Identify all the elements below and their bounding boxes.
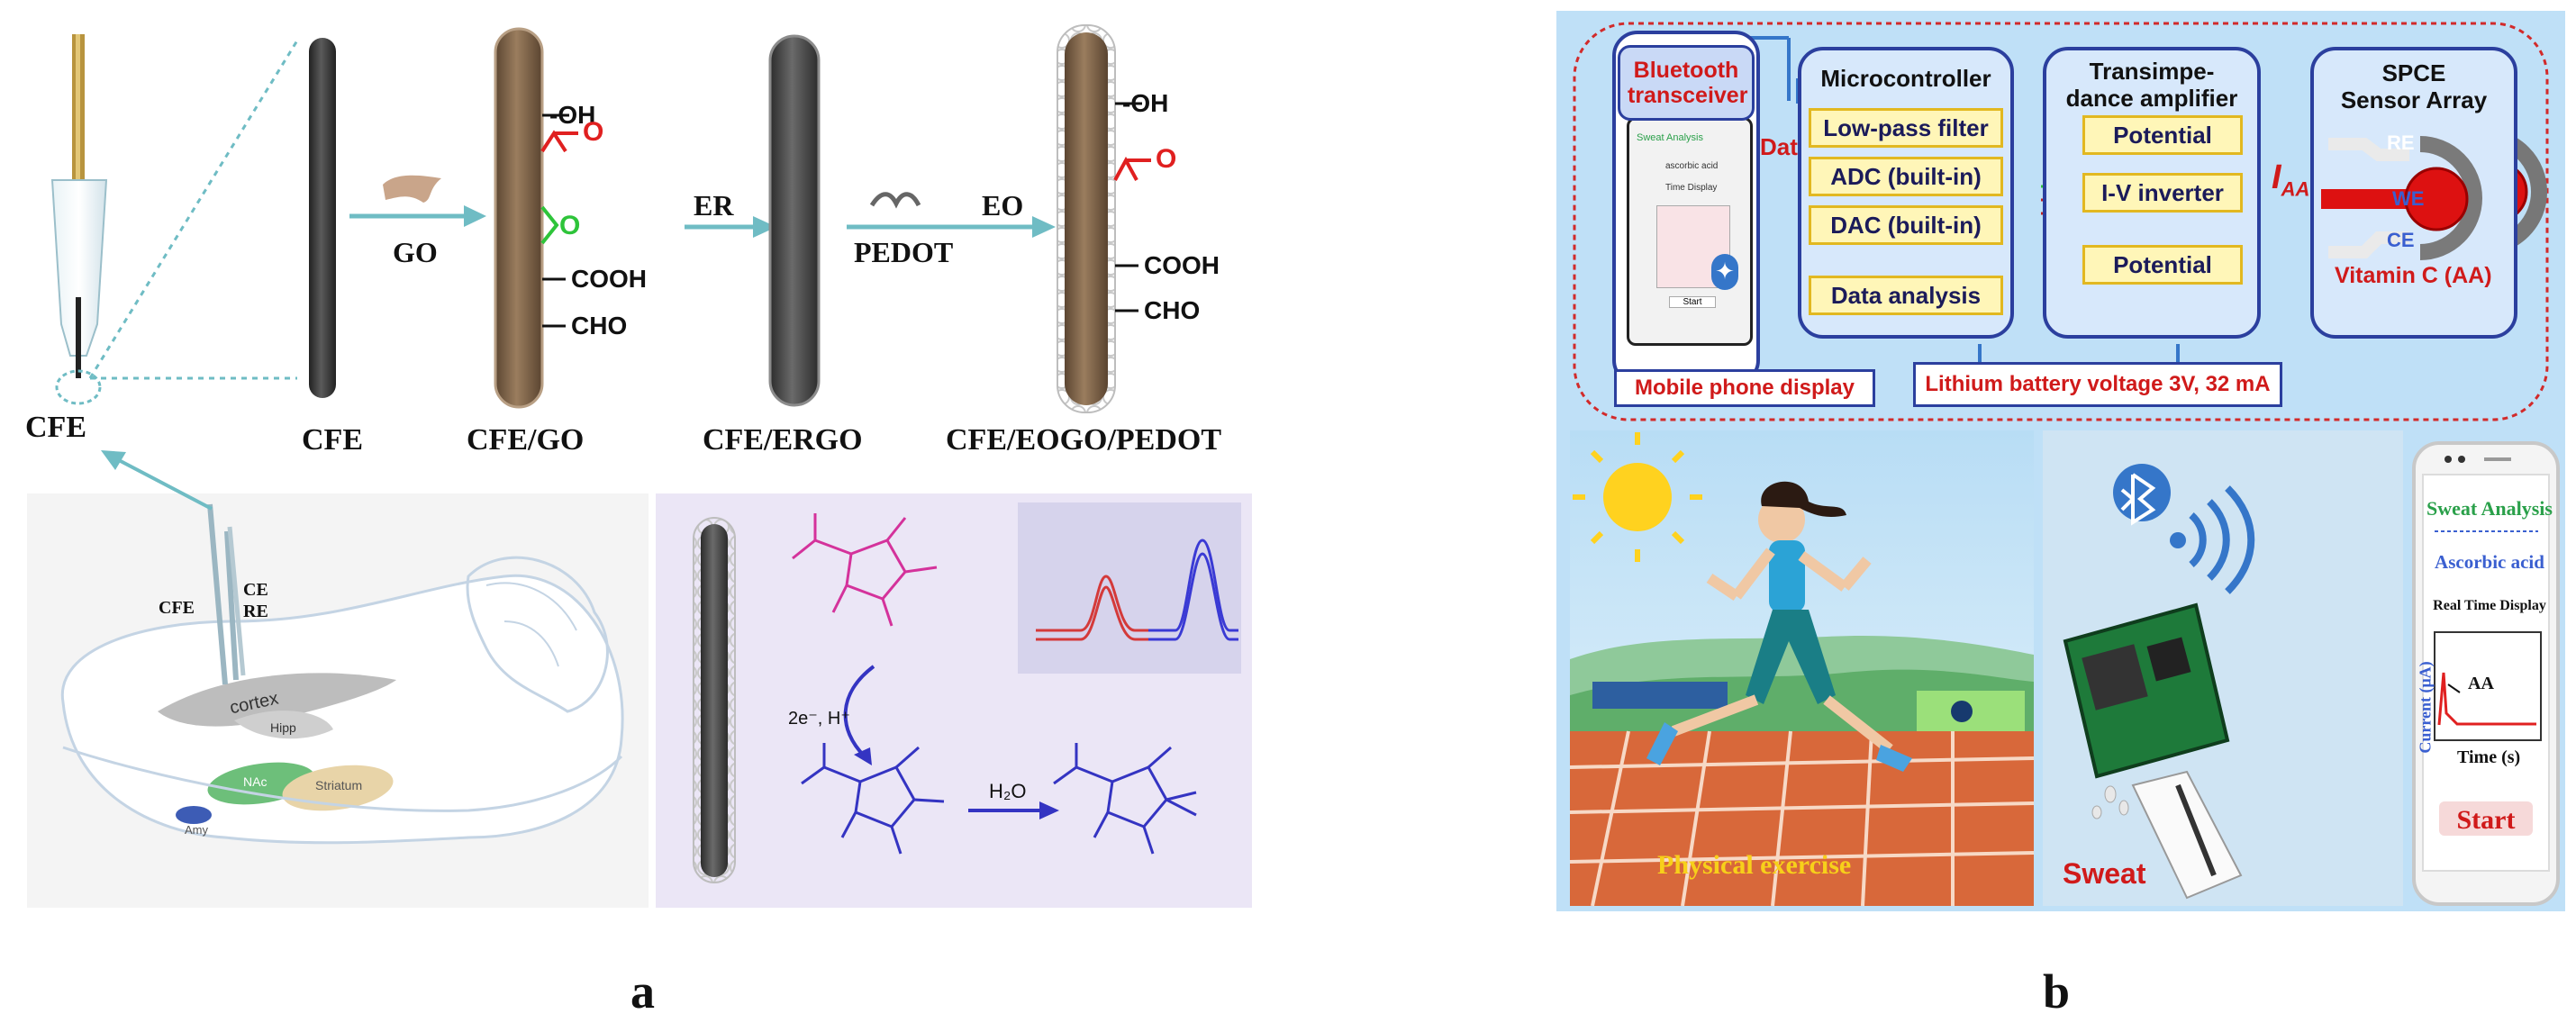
zoom-line-top [88,40,299,379]
ce-label: CE [2387,229,2415,251]
label-cfe-ergo: CFE/ERGO [703,423,863,457]
label-cfe-eogo-pedot: CFE/EOGO/PEDOT [946,423,1222,457]
mini-phone-screen: Sweat Analysis ascorbic acid Time Displa… [1627,117,1753,346]
tia-potential-bottom: Potential [2082,245,2243,285]
arrow-label-go: GO [393,236,438,268]
brain-hipp-label: Hipp [270,720,296,735]
ketone-bond [540,130,567,153]
go-sheet-icon [383,175,441,203]
cfe-ergo-fiber [768,34,821,407]
hydrated-dha-molecule [1053,743,1197,855]
exercise-label: Physical exercise [1657,850,1852,880]
brain-inset [27,493,649,908]
app-xlabel: Time (s) [2457,747,2521,767]
spce-electrodes [2321,136,2482,260]
low-pass-filter-block: Low-pass filter [1809,108,2003,148]
dac-block: DAC (built-in) [1809,205,2003,245]
bluetooth-transceiver-box: Bluetooth transceiver [1618,45,1755,121]
cfe-fiber [309,38,336,398]
brain-amy-label: Amy [185,823,208,837]
app-title: Sweat Analysis [2426,497,2553,520]
mobile-display-box: Mobile phone display [1614,369,1875,407]
app-start-button[interactable]: Start [2456,805,2516,835]
mini-phone-start: Start [1669,296,1716,308]
re-label: RE [2387,131,2415,154]
water-label: H₂O [989,780,1027,802]
brain-ce-label: CE [243,580,268,600]
mini-phone-analyte: ascorbic acid [1665,161,1719,171]
go-ketone-o: O [583,117,604,147]
adc-block: ADC (built-in) [1809,157,2003,196]
bluetooth-icon: ✦ [1711,254,1738,290]
arrow-label-eo: EO [982,189,1024,222]
panel-label-b: b [2043,964,2071,1018]
spce-title-line1: SPCE [2381,59,2446,86]
electron-transfer-label: 2e⁻, H⁺ [788,709,850,729]
label-cfe-pipette: CFE [25,411,86,444]
mini-phone-display: Time Display [1665,183,1718,193]
reaction-inset [656,493,1252,908]
go-cooh-label: COOH [571,265,647,293]
arrow-label-pedot: PEDOT [854,236,954,268]
label-cfe: CFE [302,423,363,457]
label-cfe-go: CFE/GO [467,423,585,457]
dehydroascorbic-acid-molecule [801,743,945,855]
tia-title-line1: Transimpe- [2089,58,2215,85]
battery-label: Lithium battery voltage 3V, 32 mA [1925,372,2271,396]
go-oh-label: -OH [549,101,596,129]
app-ylabel: Current (μA) [2416,661,2435,754]
current-label: IAA [2272,158,2310,201]
cfe-eogo-pedot-fiber [1065,32,1108,405]
smartphone [2412,441,2560,906]
brain-nac-label: NAc [243,774,268,789]
eogo-ketone-o: O [1156,144,1177,174]
cfe-go-fiber [494,27,544,409]
bluetooth-transceiver-label: Bluetooth transceiver [1628,58,1748,108]
spce-title-line2: Sensor Array [2340,86,2488,113]
eogo-cho-label: CHO [1144,296,1201,324]
arrow-label-er: ER [694,189,734,222]
go-epoxide-o: O [559,211,581,240]
eogo-cooh-label: COOH [1144,251,1220,279]
brain-to-cfe-arrow [116,457,213,511]
mobile-display-label: Mobile phone display [1634,376,1855,400]
sweat-label: Sweat [2063,857,2146,890]
brain-striatum-label: Striatum [315,778,363,792]
data-analysis-block: Data analysis [1809,276,2003,315]
brain-re-label: RE [243,602,268,621]
app-peak-label: AA [2468,674,2494,693]
micropipette-electrode [50,34,108,405]
mini-phone-title: Sweat Analysis [1637,132,1703,143]
tia-title-line2: dance amplifier [2065,85,2238,112]
vitamin-c-label: Vitamin C (AA) [2335,263,2492,288]
pcb-scene [2043,430,2403,906]
battery-box: Lithium battery voltage 3V, 32 mA [1913,362,2282,407]
app-analyte: Ascorbic acid [2435,551,2544,573]
app-display-title: Real Time Display [2433,598,2546,613]
pedot-chain-icon [869,192,921,209]
epoxide-bond [540,205,559,245]
iv-inverter-block: I-V inverter [2082,173,2243,213]
tia-potential-top: Potential [2082,115,2243,155]
eogo-oh-label: -OH [1122,89,1169,117]
panel-a-graphics [27,24,1252,908]
panel-b-graphics [1569,22,2560,907]
we-label: WE [2392,187,2425,210]
brain-cfe-label: CFE [159,598,195,618]
ascorbic-acid-molecule [792,513,938,627]
panel-label-a: a [630,964,655,1018]
system-frame [1573,22,2549,421]
microcontroller-title: Microcontroller [1820,65,1991,92]
go-cho-label: CHO [571,312,628,339]
exercise-scene [1569,430,2035,907]
